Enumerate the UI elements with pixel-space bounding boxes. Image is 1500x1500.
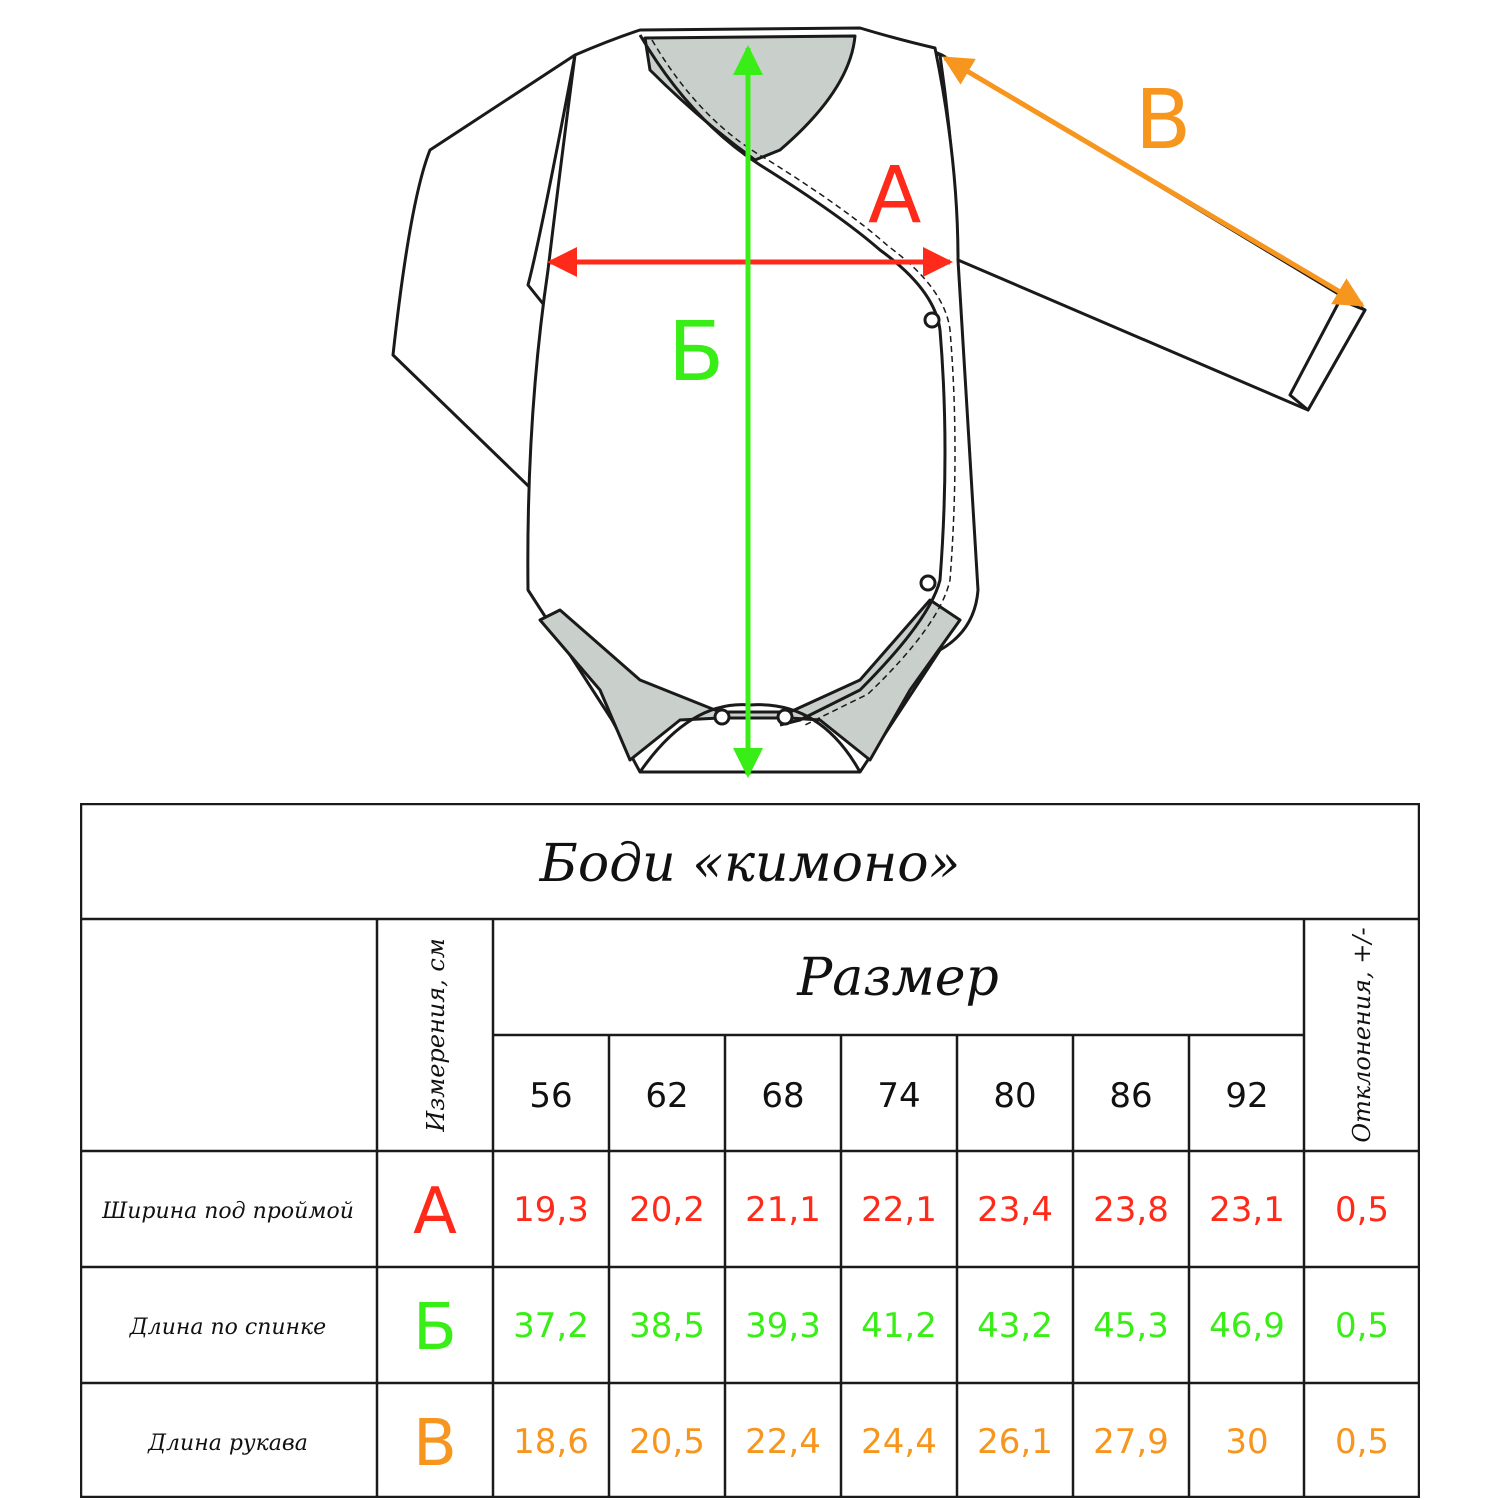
snap-button (919, 574, 937, 592)
row-letter: Б (413, 1291, 457, 1365)
size-cell: 92 (1225, 1076, 1268, 1116)
value-cell: 24,4 (861, 1422, 937, 1462)
value-cell: 18,6 (513, 1422, 589, 1462)
size-table: Боди «кимоно» Измерения, см Отклонения, … (80, 803, 1420, 1498)
crotch-lining (538, 598, 962, 762)
table-row: Длина рукава В 18,6 20,5 22,4 24,4 26,1 … (147, 1407, 1389, 1481)
size-header: Размер (796, 948, 999, 1008)
value-cell: 39,3 (745, 1306, 821, 1346)
value-cell: 19,3 (513, 1190, 589, 1230)
snap-button (923, 311, 941, 329)
snap-button (713, 708, 731, 726)
size-cell: 62 (645, 1076, 688, 1116)
value-cell: 26,1 (977, 1422, 1053, 1462)
label-a: А (868, 151, 921, 241)
row-name: Длина рукава (147, 1431, 308, 1456)
deviation-cell: 0,5 (1335, 1306, 1389, 1346)
measure-header: Измерения, см (422, 938, 450, 1132)
size-cell: 80 (993, 1076, 1036, 1116)
bodysuit-outline (391, 26, 1367, 774)
size-cell: 86 (1109, 1076, 1152, 1116)
value-cell: 30 (1225, 1422, 1268, 1462)
row-name: Ширина под проймой (101, 1199, 354, 1224)
front-placket-inner (651, 39, 956, 726)
size-row: 56 62 68 74 80 86 92 (529, 1076, 1268, 1116)
value-cell: 23,1 (1209, 1190, 1285, 1230)
value-cell: 20,5 (629, 1422, 705, 1462)
value-cell: 22,1 (861, 1190, 937, 1230)
value-cell: 23,4 (977, 1190, 1053, 1230)
table-row: Ширина под проймой А 19,3 20,2 21,1 22,1… (101, 1175, 1389, 1249)
value-cell: 37,2 (513, 1306, 589, 1346)
size-cell: 56 (529, 1076, 572, 1116)
value-cell: 21,1 (745, 1190, 821, 1230)
row-letter: В (413, 1407, 457, 1481)
deviation-cell: 0,5 (1335, 1190, 1389, 1230)
size-cell: 68 (761, 1076, 804, 1116)
label-b: Б (668, 305, 724, 400)
value-cell: 43,2 (977, 1306, 1053, 1346)
value-cell: 20,2 (629, 1190, 705, 1230)
row-letter: А (413, 1175, 457, 1249)
size-cell: 74 (877, 1076, 920, 1116)
table-row: Длина по спинке Б 37,2 38,5 39,3 41,2 43… (129, 1291, 1389, 1365)
table-title: Боди «кимоно» (539, 834, 961, 894)
value-cell: 27,9 (1093, 1422, 1169, 1462)
measure-arrow-v (942, 55, 1365, 308)
deviation-cell: 0,5 (1335, 1422, 1389, 1462)
value-cell: 23,8 (1093, 1190, 1169, 1230)
label-v: В (1135, 73, 1191, 168)
value-cell: 41,2 (861, 1306, 937, 1346)
deviation-header: Отклонения, +/- (1348, 927, 1376, 1142)
value-cell: 46,9 (1209, 1306, 1285, 1346)
snap-button (776, 708, 794, 726)
row-name: Длина по спинке (129, 1315, 326, 1340)
value-cell: 22,4 (745, 1422, 821, 1462)
value-cell: 45,3 (1093, 1306, 1169, 1346)
value-cell: 38,5 (629, 1306, 705, 1346)
bodysuit-diagram: А Б В (391, 26, 1367, 778)
